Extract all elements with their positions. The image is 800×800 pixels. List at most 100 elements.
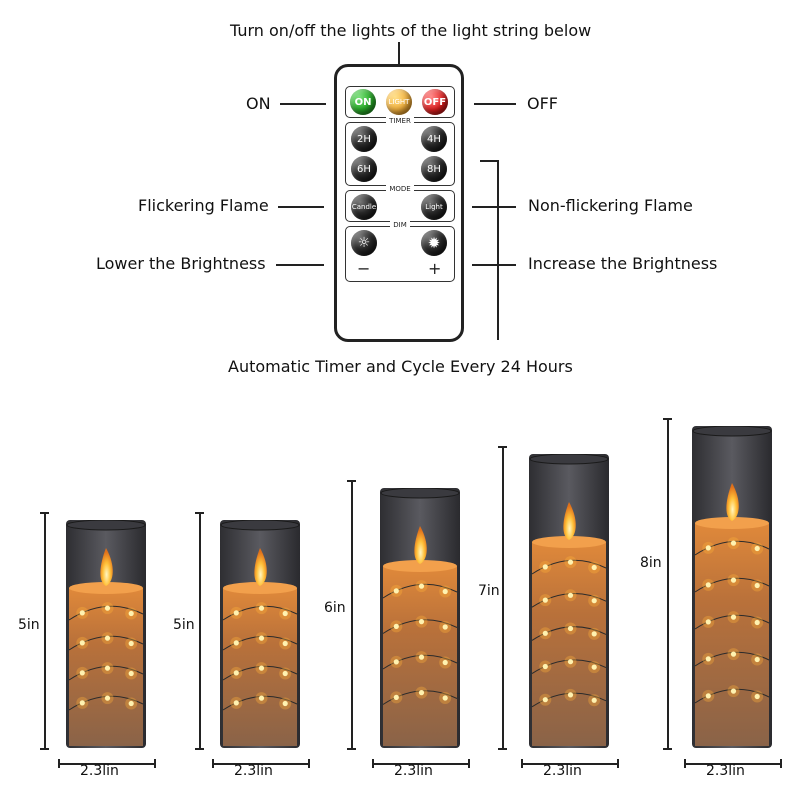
string-light-core bbox=[258, 665, 265, 671]
string-light-core bbox=[730, 577, 737, 583]
string-light-core bbox=[591, 598, 597, 604]
candle-2 bbox=[220, 520, 300, 748]
off-callout: OFF bbox=[527, 94, 558, 113]
lower-leader bbox=[276, 264, 324, 266]
string-light-core bbox=[567, 625, 574, 632]
string-light-core bbox=[258, 635, 265, 641]
candle-5 bbox=[692, 426, 772, 748]
dim-down-button[interactable]: ☼ bbox=[351, 230, 377, 256]
width-dimension-tick bbox=[617, 759, 619, 768]
on-button[interactable]: ON bbox=[350, 89, 376, 115]
sun-filled-icon: ✹ bbox=[427, 233, 441, 252]
dim-group-title: DIM bbox=[390, 221, 410, 229]
height-label: 8in bbox=[640, 555, 662, 571]
string-light-core bbox=[233, 670, 239, 676]
candle-graphic bbox=[220, 520, 300, 748]
width-dimension-tick bbox=[372, 759, 374, 768]
string-light-core bbox=[128, 700, 134, 707]
width-dimension-tick bbox=[154, 759, 156, 768]
string-light-core bbox=[705, 619, 711, 625]
string-light-core bbox=[393, 694, 399, 700]
width-dimension-line bbox=[684, 763, 780, 765]
width-dimension-tick bbox=[58, 759, 60, 768]
non-flicker-callout: Non-flickering Flame bbox=[528, 196, 693, 215]
glass-rim bbox=[66, 520, 146, 531]
increase-leader bbox=[472, 264, 516, 266]
width-label: 2.3lin bbox=[80, 763, 119, 779]
string-light-core bbox=[79, 640, 85, 646]
flame bbox=[563, 502, 576, 540]
width-dimension-line bbox=[58, 763, 154, 765]
candle-graphic bbox=[529, 454, 609, 748]
string-light-core bbox=[442, 659, 448, 666]
height-dimension-tick bbox=[347, 480, 356, 482]
height-dimension-tick bbox=[663, 418, 672, 420]
candle-mode-button[interactable]: Candle bbox=[351, 194, 377, 220]
width-dimension-tick bbox=[521, 759, 523, 768]
string-light-core bbox=[79, 700, 85, 706]
glass-rim bbox=[380, 488, 460, 499]
string-light-core bbox=[104, 695, 111, 701]
on-callout: ON bbox=[246, 94, 271, 113]
string-light-core bbox=[282, 640, 288, 647]
off-button[interactable]: OFF bbox=[422, 89, 448, 115]
light-button[interactable]: LIGHT bbox=[386, 89, 412, 115]
timer-6h-button[interactable]: 6H bbox=[351, 156, 377, 182]
width-dimension-tick bbox=[780, 759, 782, 768]
flicker-leader bbox=[278, 206, 324, 208]
height-dimension-tick bbox=[195, 512, 204, 514]
height-dimension-line bbox=[351, 480, 353, 748]
remote-heading: Turn on/off the lights of the light stri… bbox=[230, 21, 592, 40]
height-label: 5in bbox=[18, 617, 40, 633]
string-light-core bbox=[418, 690, 425, 696]
string-light-core bbox=[258, 695, 265, 701]
string-light-core bbox=[567, 659, 574, 665]
string-light-core bbox=[79, 610, 85, 616]
string-light-core bbox=[418, 619, 425, 625]
string-light-core bbox=[730, 688, 737, 694]
light-mode-button[interactable]: Light bbox=[421, 194, 447, 220]
height-dimension-tick bbox=[347, 748, 356, 750]
height-dimension-line bbox=[667, 418, 669, 748]
wax-top bbox=[223, 582, 297, 594]
dim-up-button[interactable]: ✹ bbox=[421, 230, 447, 256]
string-light-core bbox=[128, 670, 134, 677]
wax-pillar bbox=[532, 542, 606, 746]
timer-4h-button[interactable]: 4H bbox=[421, 126, 447, 152]
height-dimension-line bbox=[502, 446, 504, 748]
height-dimension-tick bbox=[40, 748, 49, 750]
string-light-core bbox=[705, 582, 711, 588]
string-light-core bbox=[730, 614, 737, 620]
width-dimension-tick bbox=[684, 759, 686, 768]
width-label: 2.3lin bbox=[394, 763, 433, 779]
on-leader bbox=[280, 103, 326, 105]
string-light-core bbox=[567, 559, 574, 565]
string-light-core bbox=[542, 697, 548, 703]
wax-top bbox=[695, 517, 769, 529]
string-light-core bbox=[79, 670, 85, 676]
height-dimension-line bbox=[199, 512, 201, 748]
width-dimension-tick bbox=[308, 759, 310, 768]
string-light-core bbox=[128, 640, 134, 647]
off-leader bbox=[474, 103, 516, 105]
mode-group-title: MODE bbox=[386, 185, 414, 193]
string-light-core bbox=[591, 564, 597, 571]
width-label: 2.3lin bbox=[234, 763, 273, 779]
height-dimension-tick bbox=[195, 748, 204, 750]
height-dimension-tick bbox=[663, 748, 672, 750]
string-light-core bbox=[393, 588, 399, 594]
lower-brightness-callout: Lower the Brightness bbox=[96, 254, 266, 273]
width-dimension-tick bbox=[212, 759, 214, 768]
string-light-core bbox=[754, 619, 760, 626]
string-light-core bbox=[233, 700, 239, 706]
timer-2h-button[interactable]: 2H bbox=[351, 126, 377, 152]
candle-3 bbox=[380, 488, 460, 748]
string-light-core bbox=[393, 659, 399, 665]
string-light-core bbox=[542, 597, 548, 603]
width-dimension-tick bbox=[468, 759, 470, 768]
string-light-core bbox=[282, 610, 288, 617]
string-light-core bbox=[542, 564, 548, 570]
timer-8h-button[interactable]: 8H bbox=[421, 156, 447, 182]
string-light-core bbox=[542, 630, 548, 636]
flame bbox=[100, 548, 113, 586]
